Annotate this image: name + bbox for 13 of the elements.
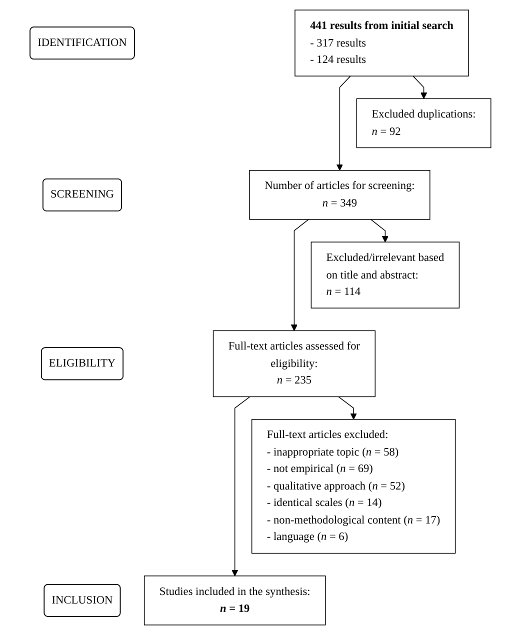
arrow [338, 396, 356, 420]
arrow [231, 396, 250, 576]
arrow [412, 76, 427, 99]
node-box: Full-text articles excluded: - inappropriate topic (n = 58) - not empirical (n = 69) - qualitative approach (n = 52) - identical scales (n = 14) - non-methodological content (n = 17) - language (n = 6) [250, 418, 456, 554]
node-box: Full-text articles assessed for eligibility: n = 235 [212, 330, 376, 398]
arrow [336, 76, 350, 171]
arrow [290, 219, 308, 331]
node-box: Excluded/irrelevant based on title and abstract: n = 114 [310, 242, 460, 308]
node-box: Number of articles for screening: n = 349 [248, 170, 430, 220]
arrow [370, 219, 388, 242]
node-box: Studies included in the synthesis: n = 19 [143, 576, 326, 626]
node-box: 441 results from initial search - 317 results - 124 results [294, 10, 468, 76]
node-box: Excluded duplications: n = 92 [356, 98, 491, 148]
